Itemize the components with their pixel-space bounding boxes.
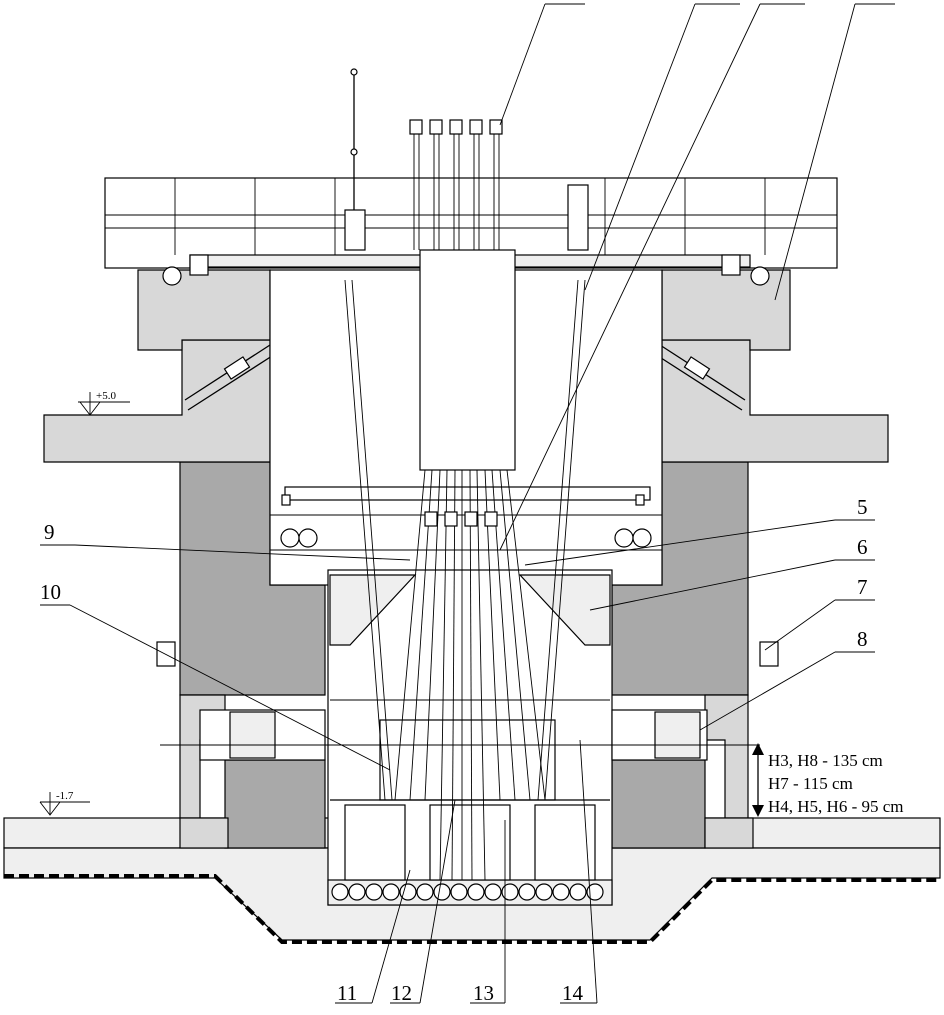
bottom-grid bbox=[331, 883, 604, 901]
height-dimension: H3, H8 - 135 cm H7 - 115 cm H4, H5, H6 -… bbox=[752, 743, 904, 817]
callout-labels: 5 6 7 8 9 10 11 12 13 14 bbox=[40, 495, 868, 1005]
callout-9: 9 bbox=[44, 520, 55, 544]
reactor-vessel bbox=[327, 569, 613, 906]
beam-tubes bbox=[156, 641, 779, 761]
leader-lines bbox=[40, 3, 895, 1004]
callout-7: 7 bbox=[857, 575, 868, 599]
callout-13: 13 bbox=[473, 981, 494, 1005]
dimension-line-2: H7 - 115 cm bbox=[768, 774, 853, 793]
elevation-upper: +5.0 bbox=[96, 390, 116, 402]
callout-5: 5 bbox=[857, 495, 868, 519]
elevation-markers: +5.0 -1.7 bbox=[39, 390, 130, 816]
callout-14: 14 bbox=[562, 981, 584, 1005]
callout-11: 11 bbox=[337, 981, 357, 1005]
upper-floor-slab bbox=[43, 269, 889, 463]
callout-10: 10 bbox=[40, 580, 61, 604]
callout-8: 8 bbox=[857, 627, 868, 651]
dimension-line-3: H4, H5, H6 - 95 cm bbox=[768, 797, 904, 816]
callout-6: 6 bbox=[857, 535, 868, 559]
support-struts bbox=[184, 344, 746, 411]
dimension-line-1: H3, H8 - 135 cm bbox=[768, 751, 883, 770]
control-rod-drives bbox=[344, 68, 589, 881]
elevation-lower: -1.7 bbox=[56, 790, 74, 802]
callout-12: 12 bbox=[391, 981, 412, 1005]
